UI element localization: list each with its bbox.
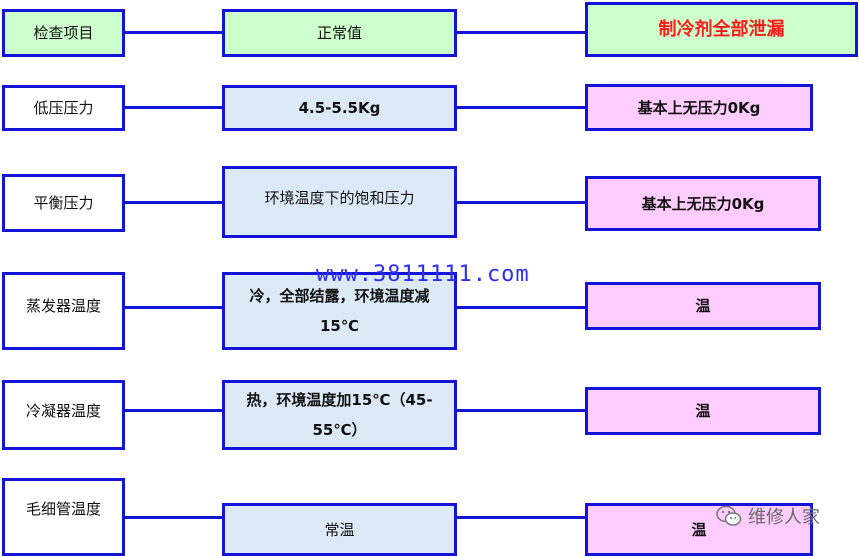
item-box-condenser-temp: 冷凝器温度 (2, 380, 125, 450)
fault-box-condenser-temp: 温 (585, 387, 821, 435)
header-normal-box: 正常值 (222, 9, 457, 57)
normal-value: 常温 (324, 520, 355, 539)
header-normal-label: 正常值 (316, 24, 362, 42)
item-label: 冷凝器温度 (25, 402, 101, 420)
item-box-low-pressure: 低压压力 (2, 85, 125, 131)
item-box-evaporator-temp: 蒸发器温度 (2, 272, 125, 350)
normal-box-low-pressure: 4.5-5.5Kg (222, 85, 457, 131)
fault-value: 温 (695, 297, 711, 315)
normal-box-condenser-temp: 热，环境温度加15℃（45-55℃） (222, 380, 457, 450)
connector-line (456, 201, 586, 204)
connector-line (124, 306, 223, 309)
connector-line (124, 31, 223, 34)
fault-box-balance-pressure: 基本上无压力0Kg (585, 176, 821, 231)
connector-line (456, 306, 586, 309)
fault-box-capillary-temp: 温 (585, 503, 813, 556)
header-item-label: 检查项目 (33, 24, 94, 42)
fault-box-evaporator-temp: 温 (585, 282, 821, 330)
item-label: 蒸发器温度 (25, 297, 101, 315)
fault-value: 温 (695, 402, 711, 420)
normal-value: 热，环境温度加15℃（45-55℃） (246, 391, 433, 439)
connector-line (456, 31, 586, 34)
header-fault-box: 制冷剂全部泄漏 (585, 2, 858, 57)
item-label: 低压压力 (33, 99, 94, 117)
connector-line (124, 106, 223, 109)
normal-box-capillary-temp: 常温 (222, 503, 457, 556)
normal-value: 环境温度下的饱和压力 (264, 189, 415, 207)
item-box-balance-pressure: 平衡压力 (2, 174, 125, 232)
header-item-box: 检查项目 (2, 9, 125, 57)
connector-line (124, 201, 223, 204)
watermark-url: www.3811111.com (316, 262, 530, 287)
normal-box-evaporator-temp: 冷，全部结露，环境温度减15℃ (222, 272, 457, 350)
connector-line (124, 516, 223, 519)
brand-name: 维修人家 (748, 507, 820, 528)
connector-line (124, 409, 223, 412)
normal-value: 4.5-5.5Kg (298, 99, 381, 117)
normal-value: 冷，全部结露，环境温度减15℃ (249, 287, 430, 335)
connector-line (456, 106, 586, 109)
fault-value: 基本上无压力0Kg (637, 98, 761, 117)
brand-badge: 维修人家 (716, 503, 820, 529)
fault-value: 基本上无压力0Kg (641, 194, 765, 213)
normal-box-balance-pressure: 环境温度下的饱和压力 (222, 166, 457, 238)
connector-line (456, 516, 586, 519)
wechat-icon (716, 505, 742, 526)
fault-box-low-pressure: 基本上无压力0Kg (585, 84, 813, 131)
header-fault-label: 制冷剂全部泄漏 (658, 18, 785, 40)
connector-line (456, 409, 586, 412)
fault-value: 温 (691, 520, 707, 539)
item-box-capillary-temp: 毛细管温度 (2, 478, 125, 556)
item-label: 平衡压力 (33, 194, 94, 212)
item-label: 毛细管温度 (25, 500, 101, 518)
